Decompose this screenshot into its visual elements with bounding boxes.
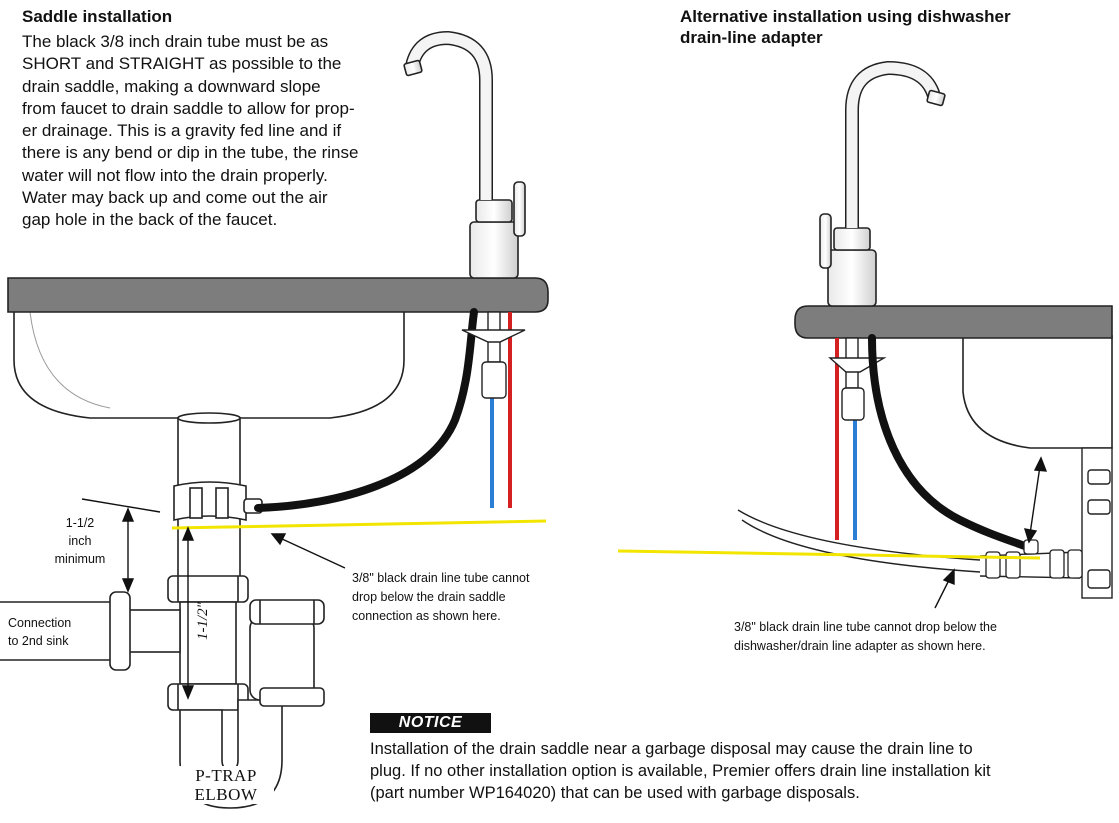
ptrap-label-line: P-TRAP bbox=[195, 766, 257, 785]
min-drop-label: 1-1/2 inch minimum bbox=[42, 514, 118, 568]
callout-right-line: 3/8" black drain line tube cannot drop b… bbox=[734, 620, 997, 634]
hose-clamps bbox=[985, 549, 1083, 579]
pipe-measure-label: 1-1/2" bbox=[195, 602, 211, 640]
drain-tube-right bbox=[868, 334, 1034, 552]
callout-right: 3/8" black drain line tube cannot drop b… bbox=[734, 618, 1094, 656]
left-heading: Saddle installation bbox=[22, 7, 173, 26]
description-line: there is any bend or dip in the tube, th… bbox=[22, 143, 359, 163]
callout-left-line: 3/8" black drain line tube cannot bbox=[352, 571, 530, 585]
rise-dimension-right bbox=[1023, 456, 1048, 544]
pipe-length-dimension bbox=[181, 526, 195, 700]
right-heading: Alternative installation using dishwashe… bbox=[680, 6, 1011, 48]
sink-bowl-right bbox=[962, 335, 1113, 449]
dishwasher-adapter bbox=[1081, 447, 1113, 599]
min-label-line: minimum bbox=[54, 552, 106, 566]
callout-left-line: connection as shown here. bbox=[352, 609, 501, 623]
right-heading-line: drain-line adapter bbox=[680, 28, 823, 47]
notice-line: Installation of the drain saddle near a … bbox=[370, 740, 973, 758]
min-label-line: 1-1/2 bbox=[65, 516, 95, 530]
connection-label-line: to 2nd sink bbox=[8, 634, 69, 648]
level-line-right bbox=[617, 549, 1041, 560]
faucet-shank-left bbox=[461, 311, 526, 399]
min-drop-dimension bbox=[81, 498, 161, 593]
callout-arrow-right bbox=[934, 568, 955, 609]
faucet-left bbox=[403, 30, 526, 279]
left-description: The black 3/8 inch drain tube must be as… bbox=[22, 31, 412, 232]
drain-tube-left bbox=[254, 308, 478, 512]
description-line: SHORT and STRAIGHT as possible to the bbox=[22, 54, 342, 74]
notice-text: Installation of the drain saddle near a … bbox=[370, 738, 1100, 804]
callout-arrow-left bbox=[270, 533, 346, 569]
connection-label-line: Connection bbox=[8, 616, 72, 630]
description-line: Water may back up and come out the air bbox=[22, 188, 328, 208]
ptrap-label-line: ELBOW bbox=[194, 785, 258, 804]
description-line: er drainage. This is a gravity fed line … bbox=[22, 121, 342, 141]
callout-right-line: dishwasher/drain line adapter as shown h… bbox=[734, 639, 986, 653]
p-trap-assembly bbox=[0, 575, 325, 809]
callout-left: 3/8" black drain line tube cannot drop b… bbox=[352, 569, 592, 626]
min-label-line: inch bbox=[68, 534, 92, 548]
ptrap-label: P-TRAP ELBOW bbox=[178, 766, 274, 804]
callout-left-line: drop below the drain saddle bbox=[352, 590, 506, 604]
sink-bowl-left bbox=[13, 307, 405, 419]
notice-line: (part number WP164020) that can be used … bbox=[370, 784, 860, 802]
description-line: drain saddle, making a downward slope bbox=[22, 76, 321, 96]
description-line: from faucet to drain saddle to allow for… bbox=[22, 98, 355, 118]
countertop-left bbox=[7, 277, 549, 313]
faucet-right bbox=[819, 60, 946, 307]
faucet-shank-right bbox=[828, 337, 887, 421]
description-line: gap hole in the back of the faucet. bbox=[22, 210, 278, 230]
description-line: The black 3/8 inch drain tube must be as bbox=[22, 32, 329, 51]
countertop-right bbox=[794, 305, 1113, 339]
notice-badge: NOTICE bbox=[370, 713, 491, 733]
connection-label: Connection to 2nd sink bbox=[8, 614, 108, 650]
drain-saddle bbox=[173, 481, 263, 522]
level-line-left bbox=[171, 519, 547, 530]
notice-line: plug. If no other installation option is… bbox=[370, 762, 991, 780]
description-line: water will not flow into the drain prope… bbox=[22, 165, 328, 185]
right-heading-line: Alternative installation using dishwashe… bbox=[680, 7, 1011, 26]
